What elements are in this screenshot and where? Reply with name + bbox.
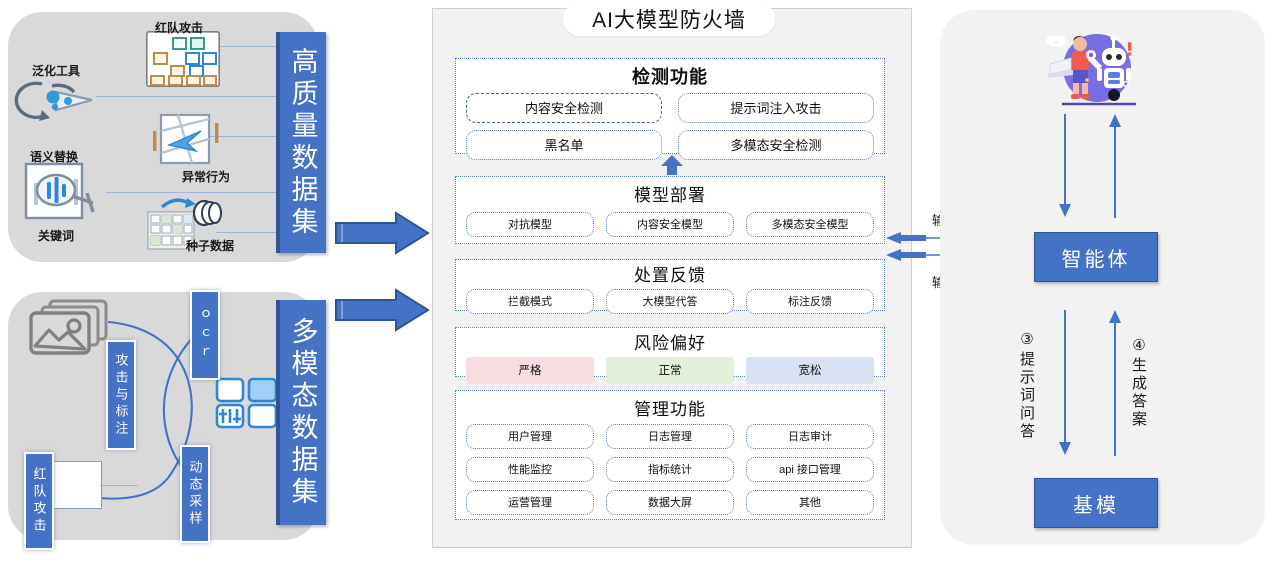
section-title: 处置反馈 (634, 266, 706, 285)
icon-label-seed-data: 种子数据 (186, 239, 235, 253)
tag-normal[interactable]: 正常 (606, 357, 734, 384)
page-title: AI大模型防火墙 (563, 2, 775, 36)
section-model-deployment: 模型部署 对抗模型 内容安全模型 多模态安全模型 (455, 176, 885, 244)
tag-row: 用户管理 日志管理 日志审计 (456, 424, 884, 449)
agent-box[interactable]: 智能体 (1034, 232, 1158, 282)
generalization-tool-icon (14, 74, 100, 126)
tag-operations-management[interactable]: 运营管理 (466, 490, 594, 515)
section-management: 管理功能 用户管理 日志管理 日志审计 性能监控 指标统计 api 接口管理 运… (455, 390, 885, 520)
section-risk-preference: 风险偏好 严格 正常 宽松 (455, 327, 885, 384)
semantic-substitution-icon (24, 162, 101, 220)
tag-row: 内容安全检测 提示词注入攻击 (456, 93, 884, 123)
tag-llm-answer-substitution[interactable]: 大模型代答 (606, 289, 734, 314)
section-detection: 检测功能 内容安全检测 提示词注入攻击 黑名单 多模态安全检测 (455, 58, 885, 160)
icon-label-red-team-attack: 红队攻击 (155, 21, 204, 35)
connector-line (216, 232, 292, 233)
svg-text:···: ··· (1054, 40, 1059, 46)
connector-line (96, 96, 292, 97)
section-title: 检测功能 (632, 67, 708, 87)
tag-api-interface-management[interactable]: api 接口管理 (746, 457, 874, 482)
seed-data-icon (146, 196, 224, 250)
base-model-box[interactable]: 基模 (1034, 478, 1158, 528)
tag-annotation-feedback[interactable]: 标注反馈 (746, 289, 874, 314)
chip-attack-and-annotation[interactable]: 攻击与标注 (106, 340, 136, 450)
image-stack-icon (28, 299, 110, 363)
tag-performance-monitoring[interactable]: 性能监控 (466, 457, 594, 482)
agent-illustration: ··· (1040, 28, 1150, 108)
abnormal-behavior-icon (152, 113, 224, 171)
section-title: 管理功能 (634, 400, 706, 419)
icon-label-semantic-substitution: 语义替换 (30, 150, 79, 164)
red-team-attack-card (48, 461, 102, 509)
tag-multimodal-safety-model[interactable]: 多模态安全模型 (746, 212, 874, 237)
tag-row: 运营管理 数据大屏 其他 (456, 490, 884, 515)
agent-box-label: 智能体 (1061, 248, 1131, 271)
icon-label-keyword: 关键词 (38, 229, 75, 243)
connector-line (212, 46, 292, 47)
tag-metric-statistics[interactable]: 指标统计 (606, 457, 734, 482)
tag-log-audit[interactable]: 日志审计 (746, 424, 874, 449)
tag-row: 严格 正常 宽松 (456, 357, 884, 384)
arrow-down-to-base-model (1058, 310, 1072, 456)
section-title: 模型部署 (634, 186, 706, 205)
tag-content-safety-detection[interactable]: 内容安全检测 (466, 93, 662, 123)
arrow-down-to-agent (1058, 114, 1072, 218)
tag-log-management[interactable]: 日志管理 (606, 424, 734, 449)
tag-adversarial-model[interactable]: 对抗模型 (466, 212, 594, 237)
tag-block-mode[interactable]: 拦截模式 (466, 289, 594, 314)
tag-strict[interactable]: 严格 (466, 357, 594, 384)
chip-ocr[interactable]: ｏｃｒ (190, 290, 220, 380)
block-arrow-bottom (334, 288, 430, 332)
red-team-attack-icon (146, 31, 221, 88)
icon-label-generalization-tool: 泛化工具 (32, 64, 81, 78)
base-model-box-label: 基模 (1073, 494, 1119, 517)
tag-row: 黑名单 多模态安全检测 (456, 130, 884, 160)
flow-label-generate-answer: ④生成答案 (1130, 336, 1147, 429)
flow-label-prompt-qa: ③提示词问答 (1018, 330, 1035, 441)
high-quality-dataset-banner: 高质量数据集 (276, 32, 326, 253)
banner-text: 高质量数据集 (287, 46, 318, 239)
tag-prompt-injection-attack[interactable]: 提示词注入攻击 (678, 93, 874, 123)
chip-label: 红队攻击 (31, 467, 47, 535)
banner-text: 多模态数据集 (287, 316, 318, 509)
up-arrow-icon (660, 154, 684, 176)
chip-dynamic-sampling[interactable]: 动态采样 (180, 445, 210, 543)
multimodal-dataset-banner: 多模态数据集 (276, 300, 326, 525)
block-arrow-top (334, 211, 430, 255)
arrow-up-from-base-model (1108, 310, 1122, 456)
tag-row: 拦截模式 大模型代答 标注反馈 (456, 289, 884, 314)
multimodal-module-icon (215, 377, 278, 430)
chip-label: 攻击与标注 (113, 352, 129, 438)
section-title: 风险偏好 (634, 334, 706, 353)
arrow-up-from-agent (1108, 114, 1122, 218)
tag-loose[interactable]: 宽松 (746, 357, 874, 384)
tag-data-dashboard[interactable]: 数据大屏 (606, 490, 734, 515)
tag-row: 性能监控 指标统计 api 接口管理 (456, 457, 884, 482)
tag-other[interactable]: 其他 (746, 490, 874, 515)
connector-line (190, 136, 292, 137)
tag-blacklist[interactable]: 黑名单 (466, 130, 662, 160)
tag-multimodal-safety-detection[interactable]: 多模态安全检测 (678, 130, 874, 160)
chip-label: 动态采样 (187, 460, 203, 528)
tag-content-safety-model[interactable]: 内容安全模型 (606, 212, 734, 237)
tag-row: 对抗模型 内容安全模型 多模态安全模型 (456, 212, 884, 237)
section-disposal-feedback: 处置反馈 拦截模式 大模型代答 标注反馈 (455, 259, 885, 314)
connector-line (106, 192, 292, 193)
tag-user-management[interactable]: 用户管理 (466, 424, 594, 449)
icon-label-abnormal-behavior: 异常行为 (182, 170, 231, 184)
connector-line (100, 485, 138, 486)
chip-red-team-attack[interactable]: 红队攻击 (24, 452, 54, 550)
chip-label: ｏｃｒ (197, 306, 213, 364)
